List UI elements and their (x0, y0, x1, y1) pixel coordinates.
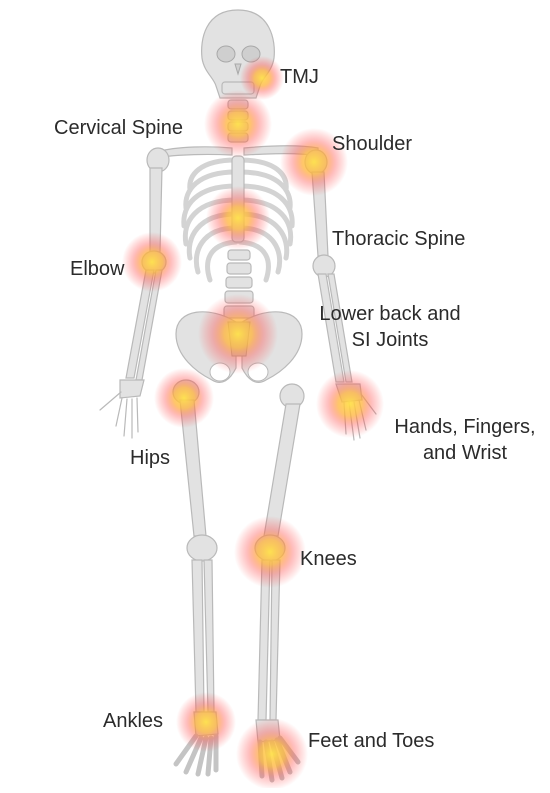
glow-knee (234, 516, 306, 588)
glow-cervical (204, 90, 272, 158)
glow-foot (236, 718, 308, 790)
label-lower-back-line1: Lower back and (319, 303, 461, 325)
label-thoracic-spine: Thoracic Spine (332, 228, 466, 250)
glow-lower-back (198, 294, 278, 374)
label-tmj: TMJ (280, 66, 319, 88)
glow-thoracic (206, 186, 270, 250)
label-hips: Hips (130, 447, 171, 469)
label-feet-and-toes: Feet and Toes (308, 730, 435, 752)
label-hands-line1: Hands, Fingers, (394, 416, 536, 438)
label-lower-back-line2: SI Joints (351, 329, 429, 351)
label-knees: Knees (300, 548, 357, 570)
glow-shoulder (280, 128, 348, 196)
pain-highlights (122, 56, 384, 790)
glow-hip (154, 368, 214, 428)
left-arm (99, 167, 167, 439)
label-ankles: Ankles (103, 710, 164, 732)
label-shoulder: Shoulder (332, 133, 413, 155)
glow-ankle (176, 692, 236, 752)
label-lower-back: Lower back and SI Joints (300, 301, 480, 353)
label-elbow: Elbow (70, 258, 125, 280)
label-hands: Hands, Fingers, and Wrist (382, 414, 548, 466)
label-hands-line2: and Wrist (422, 442, 508, 464)
label-cervical-spine: Cervical Spine (54, 117, 183, 139)
glow-elbow (122, 232, 182, 292)
glow-hand (316, 370, 384, 438)
glow-tmj (240, 56, 284, 100)
